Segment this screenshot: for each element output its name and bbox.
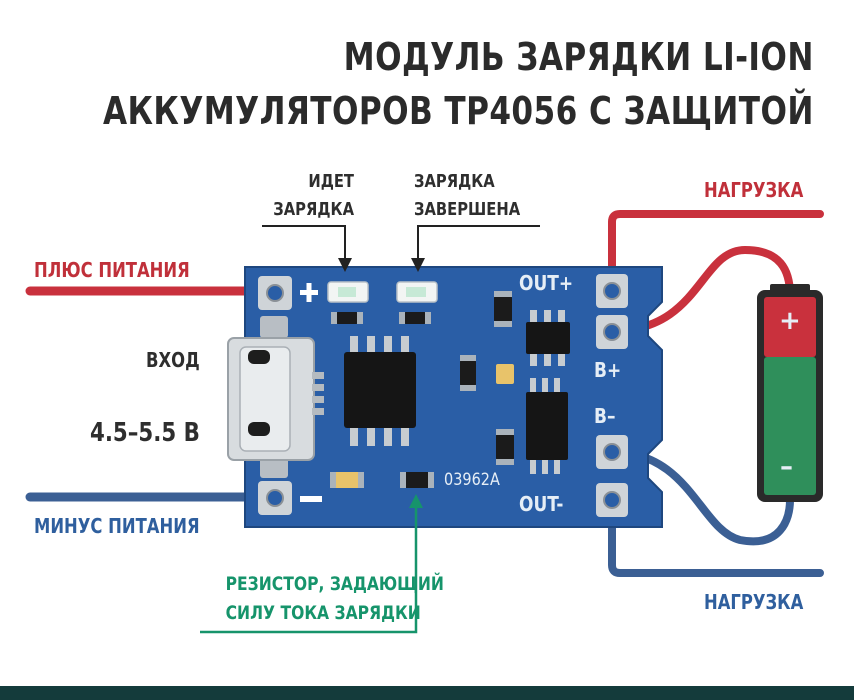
done-pointer xyxy=(417,225,540,262)
battery-minus-wire xyxy=(608,448,794,546)
input-label: ВХОД xyxy=(146,348,200,372)
done-label: ЗАРЯДКА ЗАВЕРШЕНА xyxy=(414,168,520,224)
load-minus-wire xyxy=(608,496,824,577)
charging-label: ИДЕТ ЗАРЯДКА xyxy=(272,168,354,224)
load-top-label: НАГРУЗКА xyxy=(704,178,804,202)
minus-power-label: МИНУС ПИТАНИЯ xyxy=(34,514,200,538)
b-minus-label: B– xyxy=(594,404,616,428)
resistor-pointer xyxy=(200,502,418,634)
voltage-label: 4.5–5.5 В xyxy=(90,418,200,448)
resistor-label: РЕЗИСТОР, ЗАДАЮЩИЙ СИЛУ ТОКА ЗАРЯДКИ xyxy=(225,570,444,628)
done-label-line1: ЗАРЯДКА xyxy=(414,171,495,192)
board-marking: 03962A xyxy=(444,470,500,490)
protection-chip-top xyxy=(526,310,570,366)
battery xyxy=(757,284,823,502)
bottom-bar xyxy=(0,686,854,700)
resistor-label-line1: РЕЗИСТОР, ЗАДАЮЩИЙ xyxy=(225,573,444,595)
battery-plus-sign: + xyxy=(779,306,801,336)
title-line-1: МОДУЛЬ ЗАРЯДКИ LI-ION xyxy=(343,35,814,79)
load-plus-wire xyxy=(608,210,824,294)
b-plus-label: B+ xyxy=(594,358,622,382)
out-minus-label: OUT- xyxy=(519,492,564,516)
charging-label-line1: ИДЕТ xyxy=(308,171,354,192)
battery-minus-sign: – xyxy=(780,452,793,482)
page-title: МОДУЛЬ ЗАРЯДКИ LI-ION АККУМУЛЯТОРОВ TP40… xyxy=(103,30,814,138)
load-bottom-label: НАГРУЗКА xyxy=(704,590,804,614)
resistor-label-line2: СИЛУ ТОКА ЗАРЯДКИ xyxy=(225,602,421,624)
charging-label-line2: ЗАРЯДКА xyxy=(273,199,354,220)
charging-pointer xyxy=(262,225,346,262)
charge-current-resistor xyxy=(404,472,430,488)
protection-chip-bottom xyxy=(526,378,568,474)
out-plus-label: OUT+ xyxy=(519,271,574,295)
done-label-line2: ЗАВЕРШЕНА xyxy=(414,199,521,220)
title-line-2: АККУМУЛЯТОРОВ TP4056 С ЗАЩИТОЙ xyxy=(103,89,814,133)
battery-plus-wire xyxy=(608,245,794,335)
tp4056-chip xyxy=(344,336,416,446)
plus-power-label: ПЛЮС ПИТАНИЯ xyxy=(34,258,190,282)
